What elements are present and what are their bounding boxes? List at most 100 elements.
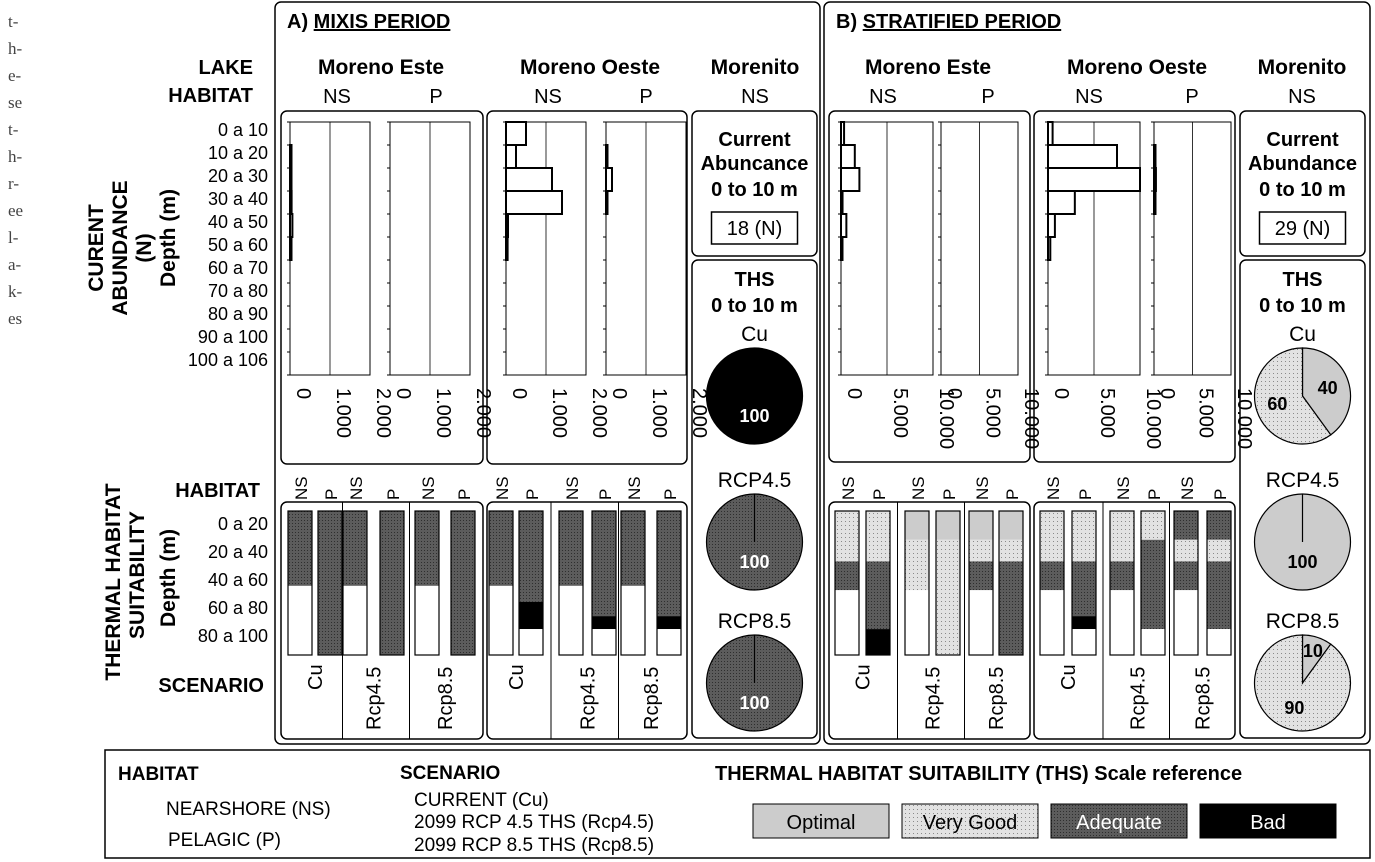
svg-text:THERMAL HABITAT: THERMAL HABITAT	[102, 483, 125, 680]
sidebar-fragment: h-	[8, 147, 23, 166]
ths-column	[998, 510, 1024, 656]
ths-column-group	[486, 501, 688, 740]
scenario-label: Rcp8.5	[641, 667, 663, 730]
scenario-label: Cu	[305, 664, 327, 690]
ths-column	[591, 510, 617, 656]
sidebar-fragment: k-	[8, 282, 23, 301]
tick-label: 2.000	[472, 388, 494, 438]
ths-segment-very-good	[835, 511, 859, 562]
ths-segment-none	[1174, 590, 1198, 655]
ths-depth-label: 80 a 100	[198, 626, 268, 646]
tick-label: 0	[508, 388, 530, 399]
ths-segment-very-good	[1072, 511, 1096, 562]
ths-segment-adequate	[451, 511, 475, 655]
histogram-bar	[840, 190, 844, 215]
ths-habitat-p: P	[523, 489, 542, 500]
ths-column-outline	[450, 510, 476, 656]
ths-column-outline	[1140, 510, 1166, 656]
ths-column	[558, 510, 584, 656]
ths-depth-label: 60 a 80	[208, 598, 268, 618]
ths-column-outline	[1109, 510, 1135, 656]
ths-segment-adequate	[1207, 561, 1231, 630]
ths-segment-adequate	[1110, 561, 1134, 591]
habitat-ns-label: NS	[1075, 86, 1103, 108]
ths-habitat-p: P	[1003, 489, 1022, 500]
legend-swatch-very-good	[901, 803, 1039, 839]
pie-value-label: 100	[739, 406, 769, 426]
tick-label: 2.000	[372, 388, 394, 438]
histogram-bar	[505, 236, 509, 261]
lake-name-moreno-este: Moreno Este	[318, 56, 444, 79]
histogram-bar	[605, 144, 609, 169]
ths-segment-optimal	[999, 511, 1023, 540]
histogram-bar	[840, 144, 856, 169]
ths-column	[1140, 510, 1166, 656]
ths-segment-very-good	[936, 539, 960, 655]
histogram-bar	[1047, 121, 1054, 146]
ths-habitat-ns: NS	[419, 476, 438, 500]
ths-column-outline	[1206, 510, 1232, 656]
ths-habitat-ns: NS	[292, 476, 311, 500]
sidebar-fragment: l-	[8, 228, 19, 247]
legend-swatch-optimal	[752, 803, 890, 839]
legend-adequate-label: Adequate	[1076, 812, 1162, 834]
ths-segment-none	[1141, 629, 1165, 655]
legend-habitat-ns: NEARSHORE (NS)	[166, 799, 331, 820]
ths-habitat-ns: NS	[909, 476, 928, 500]
ths-segment-none	[657, 629, 681, 655]
histogram-bar	[1047, 144, 1118, 169]
ths-column	[1206, 510, 1232, 656]
ths-segment-adequate	[519, 511, 543, 602]
tick-label: 0	[292, 388, 314, 399]
ths-segment-none	[489, 585, 513, 655]
svg-text:Depth (m): Depth (m)	[157, 529, 180, 627]
ths-column	[1071, 510, 1097, 656]
ths-segment-none	[592, 629, 616, 655]
tick-label: 10.000	[1142, 388, 1164, 449]
ths-range: 0 to 10 m	[711, 295, 798, 317]
abundance-value-box	[710, 211, 799, 245]
pie-value-label: 10	[1303, 641, 1323, 661]
histogram-bar	[289, 167, 293, 192]
current-abundance-range: 0 to 10 m	[711, 179, 798, 201]
ths-habitat-ns: NS	[347, 476, 366, 500]
tick-label: 0	[1050, 388, 1072, 399]
scenario-label: Rcp8.5	[1193, 667, 1215, 730]
tick-label: 1.000	[648, 388, 670, 438]
ths-column	[342, 510, 368, 656]
ths-habitat-ns: NS	[625, 476, 644, 500]
legend-scenario-45: 2099 RCP 4.5 THS (Rcp4.5)	[414, 812, 654, 833]
pie-value-label: 60	[1267, 394, 1287, 414]
ths-segment-optimal	[936, 511, 960, 540]
sidebar-fragment: h-	[8, 39, 23, 58]
ths-column	[317, 510, 343, 656]
ths-column-outline	[414, 510, 440, 656]
ths-segment-very-good	[1141, 511, 1165, 540]
ths-column-group	[1033, 501, 1236, 740]
panel-b-title: B) STRATIFIED PERIOD	[836, 11, 1061, 33]
habitat-p-label: P	[639, 86, 652, 108]
current-abundance-title: Current	[1266, 129, 1339, 151]
lake-name-morenito: Morenito	[711, 56, 800, 79]
tick-label: 5.000	[1096, 388, 1118, 438]
ths-segment-very-good	[1110, 511, 1134, 562]
histogram-bar	[1047, 167, 1141, 192]
ths-segment-very-good	[1174, 539, 1198, 562]
pie-label-rcp85: RCP8.5	[1266, 610, 1340, 633]
sidebar-fragment: ee	[8, 201, 24, 220]
svg-text:(N): (N)	[133, 233, 156, 262]
depth-label: 0 a 10	[218, 120, 268, 140]
ths-segment-bad	[592, 616, 616, 630]
histogram-bar	[1153, 190, 1157, 215]
histogram-frame	[486, 110, 688, 465]
tick-label: 0	[392, 388, 414, 399]
depth-label: 90 a 100	[198, 327, 268, 347]
ths-habitat-ns: NS	[1114, 476, 1133, 500]
abundance-value: 29 (N)	[1275, 218, 1331, 240]
ths-segment-none	[1110, 590, 1134, 655]
ths-column-outline	[620, 510, 646, 656]
ths-habitat-label: HABITAT	[175, 480, 260, 502]
ths-box	[1239, 259, 1366, 739]
histogram-frame	[1033, 110, 1236, 463]
